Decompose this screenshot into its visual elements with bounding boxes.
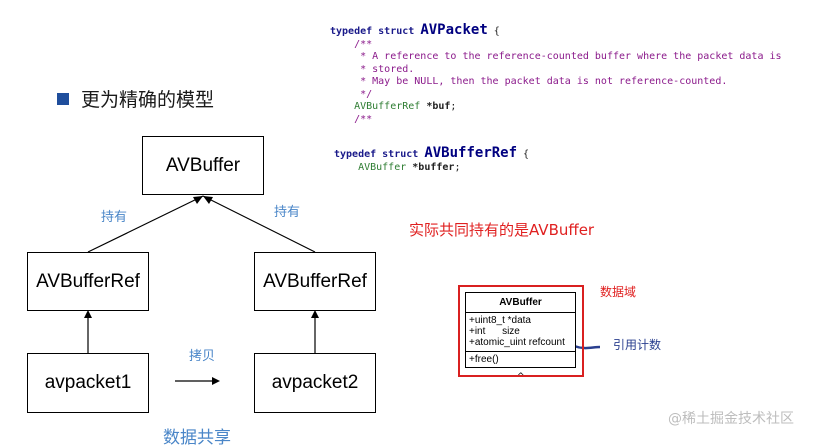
code2-field-name: *buffer — [412, 161, 455, 173]
uml-class-avbuffer: AVBuffer +uint8_t *data +int size +atomi… — [465, 292, 576, 368]
arrowhead-avbuffer-left — [193, 196, 203, 204]
code2-brace: { — [517, 149, 530, 160]
code1-brace: { — [487, 26, 500, 37]
code-avpacket: typedef struct AVPacket { /** * A refere… — [330, 22, 782, 126]
code2-struct-name: AVBufferRef — [424, 145, 518, 161]
code2-typedef: typedef struct — [334, 149, 425, 160]
code2-field-type: AVBuffer — [334, 161, 413, 173]
arrowhead-refright — [311, 310, 319, 318]
code1-comment: /** * A reference to the reference-count… — [354, 38, 782, 100]
heading-text: 更为精确的模型 — [81, 89, 215, 111]
node-avbuffer: AVBuffer — [142, 136, 264, 195]
node-avbufferref-right: AVBufferRef — [254, 252, 376, 311]
edge-refright-to-avbuffer — [202, 195, 316, 253]
label-hold-left: 持有 — [101, 210, 128, 225]
node-avpacket2: avpacket2 — [254, 353, 376, 413]
uml-field-refcount: +atomic_uint refcount — [469, 337, 565, 348]
edge-refleft-to-avbuffer — [87, 195, 204, 253]
arrowhead-refleft — [84, 310, 92, 318]
code1-field-name: *buf — [426, 101, 451, 112]
note-shared-avbuffer: 实际共同持有的是AVBuffer — [409, 221, 595, 239]
code1-struct-name: AVPacket — [420, 22, 488, 38]
arrowhead-avbuffer-right — [203, 196, 213, 204]
label-data-domain: 数据域 — [600, 285, 637, 299]
heading-bullet-icon — [57, 92, 69, 105]
label-hold-right: 持有 — [274, 205, 301, 220]
label-copy: 拷贝 — [189, 349, 216, 364]
uml-field-size: +int size — [469, 326, 520, 337]
uml-fields: +uint8_t *data +int size +atomic_uint re… — [466, 313, 575, 352]
uml-highlight-box — [458, 285, 584, 377]
uml-bottom-caret-icon: ^ — [517, 372, 525, 382]
code1-field-end: ; — [450, 101, 457, 112]
heading: 更为精确的模型 — [57, 85, 214, 112]
refcount-pointer — [573, 344, 601, 350]
node-avpacket1: avpacket1 — [27, 353, 149, 413]
diagram-caption: 数据共享 — [163, 428, 231, 448]
code1-field-type: AVBufferRef — [330, 101, 427, 112]
uml-method-free: +free() — [469, 354, 499, 365]
uml-field-data: +uint8_t *data — [469, 315, 531, 326]
arrowhead-copy — [212, 377, 220, 385]
code-avbufferref: typedef struct AVBufferRef { AVBuffer *b… — [334, 145, 530, 174]
label-refcount: 引用计数 — [613, 338, 662, 352]
watermark: @稀土掘金技术社区 — [668, 411, 794, 427]
code2-field-end: ; — [454, 161, 461, 173]
node-avbufferref-left: AVBufferRef — [27, 252, 149, 311]
uml-class-title: AVBuffer — [466, 293, 575, 313]
code1-comment-open: /** — [330, 113, 373, 125]
code1-typedef: typedef struct — [330, 26, 421, 37]
